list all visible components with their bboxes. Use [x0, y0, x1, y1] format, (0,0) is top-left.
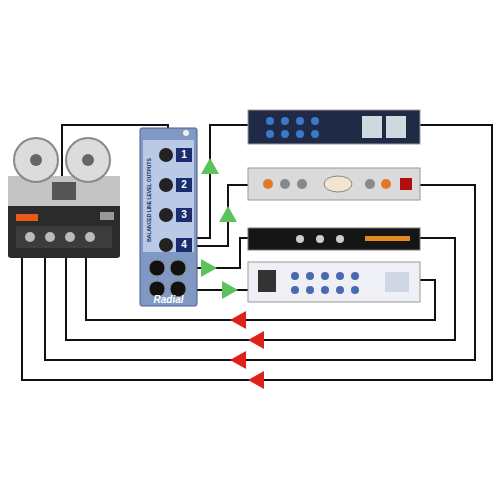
- rack-unit: [248, 228, 420, 250]
- rack-unit: [248, 110, 420, 144]
- green-arrow: [219, 206, 237, 222]
- wire: [86, 258, 435, 320]
- brand-logo: Radial: [153, 294, 183, 305]
- red-arrow: [230, 351, 246, 369]
- panel-caption: BALANCED LINE LEVEL OUTPUTS: [146, 158, 152, 242]
- radial-module: [140, 128, 197, 306]
- channel-number: 2: [176, 178, 192, 192]
- channel-number: 4: [176, 238, 192, 252]
- red-arrow: [248, 331, 264, 349]
- green-arrow: [222, 281, 238, 299]
- green-arrow: [201, 259, 217, 277]
- rack-unit: [248, 262, 420, 302]
- green-arrow: [201, 158, 219, 174]
- red-arrow: [248, 371, 264, 389]
- rack-unit: [248, 168, 420, 200]
- red-arrow: [230, 311, 246, 329]
- wire: [66, 238, 455, 340]
- channel-number: 1: [176, 148, 192, 162]
- channel-number: 3: [176, 208, 192, 222]
- tape-machine: [8, 138, 120, 258]
